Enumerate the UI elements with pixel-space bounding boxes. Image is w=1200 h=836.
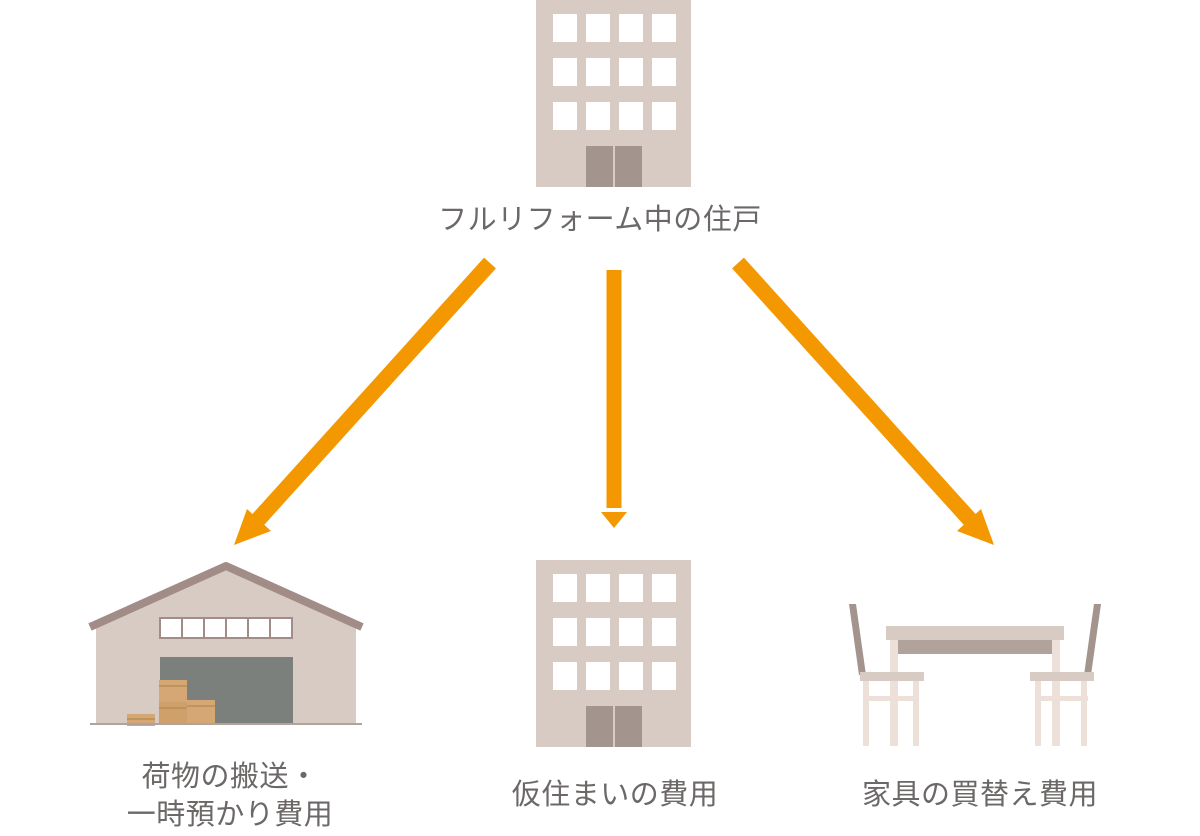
- target-label-furniture: 家具の買替え費用: [820, 775, 1140, 813]
- apartment-building-icon: [536, 560, 691, 747]
- warehouse-icon: [88, 562, 364, 726]
- table-and-chairs-icon: [849, 604, 1101, 746]
- arrow-right: [732, 257, 994, 545]
- source-label: フルリフォーム中の住戸: [380, 200, 820, 238]
- source-label-text: フルリフォーム中の住戸: [438, 202, 762, 236]
- target-label-storage-line-2: 一時預かり費用: [126, 797, 334, 831]
- arrow-center: [601, 270, 627, 528]
- target-label-temporary-housing: 仮住まいの費用: [460, 775, 770, 813]
- apartment-building-icon: [536, 0, 691, 187]
- target-label-temporary-housing-line-1: 仮住まいの費用: [511, 777, 719, 811]
- target-label-furniture-line-1: 家具の買替え費用: [861, 777, 1098, 811]
- target-label-storage: 荷物の搬送・ 一時預かり費用: [80, 757, 380, 833]
- target-label-storage-line-1: 荷物の搬送・: [141, 759, 319, 793]
- arrow-left: [234, 257, 496, 545]
